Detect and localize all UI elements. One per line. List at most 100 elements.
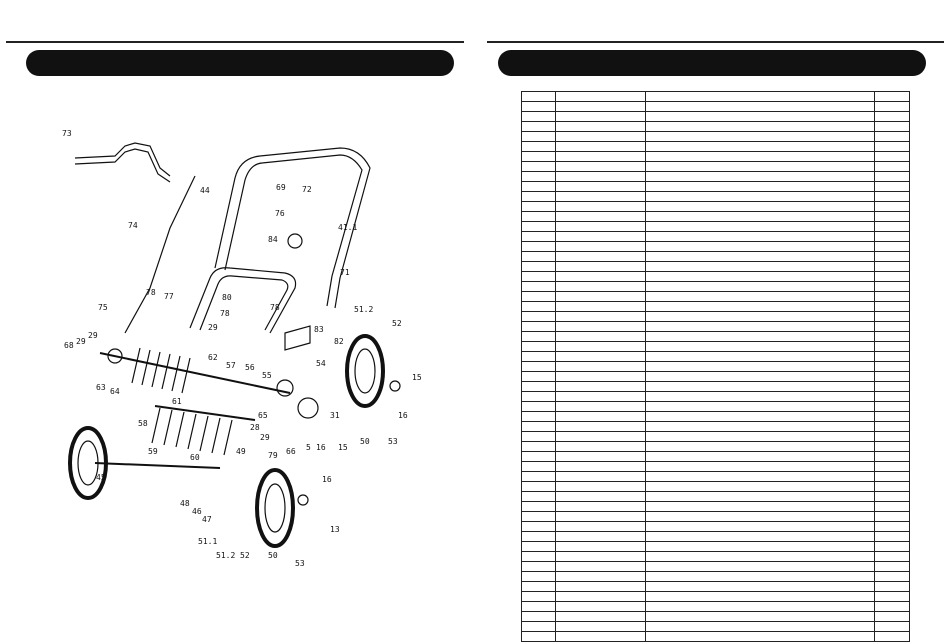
- table-cell: [874, 521, 910, 532]
- table-cell: [645, 521, 875, 532]
- table-cell: [645, 471, 875, 482]
- tine-set-lower: [151, 407, 233, 456]
- table-row: [521, 221, 910, 232]
- tine-set-upper: [131, 347, 191, 394]
- callout-label: 79: [268, 451, 278, 460]
- table-cell: [521, 411, 556, 422]
- callout-label: 51.1: [198, 537, 217, 546]
- table-cell: [521, 451, 556, 462]
- callout-label: 63: [96, 383, 106, 392]
- table-cell: [555, 321, 646, 332]
- table-row: [521, 581, 910, 592]
- table-cell: [555, 521, 646, 532]
- table-cell: [555, 221, 646, 232]
- callout-label: 31: [330, 411, 340, 420]
- table-cell: [874, 601, 910, 612]
- table-cell: [521, 111, 556, 122]
- table-cell: [555, 571, 646, 582]
- table-cell: [645, 301, 875, 312]
- table-cell: [645, 241, 875, 252]
- table-cell: [521, 491, 556, 502]
- table-row: [521, 301, 910, 312]
- table-cell: [874, 191, 910, 202]
- table-cell: [555, 431, 646, 442]
- table-cell: [521, 281, 556, 292]
- table-row: [521, 201, 910, 212]
- section-banner-right: [498, 50, 926, 76]
- table-cell: [521, 221, 556, 232]
- table-cell: [874, 481, 910, 492]
- table-cell: [645, 531, 875, 542]
- callout-label: 29: [76, 337, 86, 346]
- callout-label: 55: [262, 371, 272, 380]
- table-cell: [555, 261, 646, 272]
- lower-frame-part-inner: [199, 275, 289, 331]
- table-cell: [874, 251, 910, 262]
- table-cell: [521, 561, 556, 572]
- table-row: [521, 371, 910, 382]
- callout-label: 53: [388, 437, 398, 446]
- callout-label: 50: [268, 551, 278, 560]
- table-cell: [555, 391, 646, 402]
- table-row: [521, 531, 910, 542]
- table-cell: [645, 611, 875, 622]
- table-cell: [874, 371, 910, 382]
- table-row: [521, 411, 910, 422]
- table-cell: [874, 131, 910, 142]
- table-cell: [874, 211, 910, 222]
- table-cell: [874, 91, 910, 102]
- table-cell: [555, 501, 646, 512]
- table-cell: [555, 171, 646, 182]
- callout-label: 57: [226, 361, 236, 370]
- table-row: [521, 521, 910, 532]
- table-cell: [521, 541, 556, 552]
- table-row: [521, 241, 910, 252]
- callout-label: 69: [276, 183, 286, 192]
- table-cell: [645, 551, 875, 562]
- handle-bar-part: [74, 142, 171, 177]
- table-cell: [555, 551, 646, 562]
- table-cell: [555, 341, 646, 352]
- table-cell: [874, 221, 910, 232]
- table-cell: [521, 241, 556, 252]
- callout-label: 16: [316, 443, 326, 452]
- table-cell: [645, 181, 875, 192]
- table-cell: [555, 581, 646, 592]
- callout-label: 29: [260, 433, 270, 442]
- table-cell: [645, 271, 875, 282]
- disc-part: [297, 397, 319, 419]
- callout-label: 74: [128, 221, 138, 230]
- lower-shaft-part: [154, 405, 256, 421]
- table-cell: [874, 361, 910, 372]
- table-cell: [555, 491, 646, 502]
- wheel-lower-right: [255, 468, 295, 548]
- table-cell: [555, 251, 646, 262]
- table-cell: [874, 391, 910, 402]
- table-cell: [645, 201, 875, 212]
- table-cell: [874, 311, 910, 322]
- table-row: [521, 311, 910, 322]
- table-row: [521, 281, 910, 292]
- table-cell: [874, 451, 910, 462]
- table-cell: [521, 131, 556, 142]
- callout-label: 76: [275, 209, 285, 218]
- table-cell: [645, 501, 875, 512]
- table-cell: [521, 401, 556, 412]
- table-cell: [521, 551, 556, 562]
- callout-label: 61: [172, 397, 182, 406]
- table-cell: [645, 351, 875, 362]
- table-cell: [555, 421, 646, 432]
- bracket-part: [284, 325, 311, 351]
- hubcap-part-lower: [297, 494, 309, 506]
- callout-label: 53: [295, 559, 305, 568]
- table-row: [521, 511, 910, 522]
- table-cell: [521, 601, 556, 612]
- table-row: [521, 591, 910, 602]
- table-cell: [555, 331, 646, 342]
- table-cell: [521, 291, 556, 302]
- table-row: [521, 211, 910, 222]
- table-row: [521, 561, 910, 572]
- table-cell: [521, 181, 556, 192]
- knob-part: [287, 233, 303, 249]
- callout-label: 13: [330, 525, 340, 534]
